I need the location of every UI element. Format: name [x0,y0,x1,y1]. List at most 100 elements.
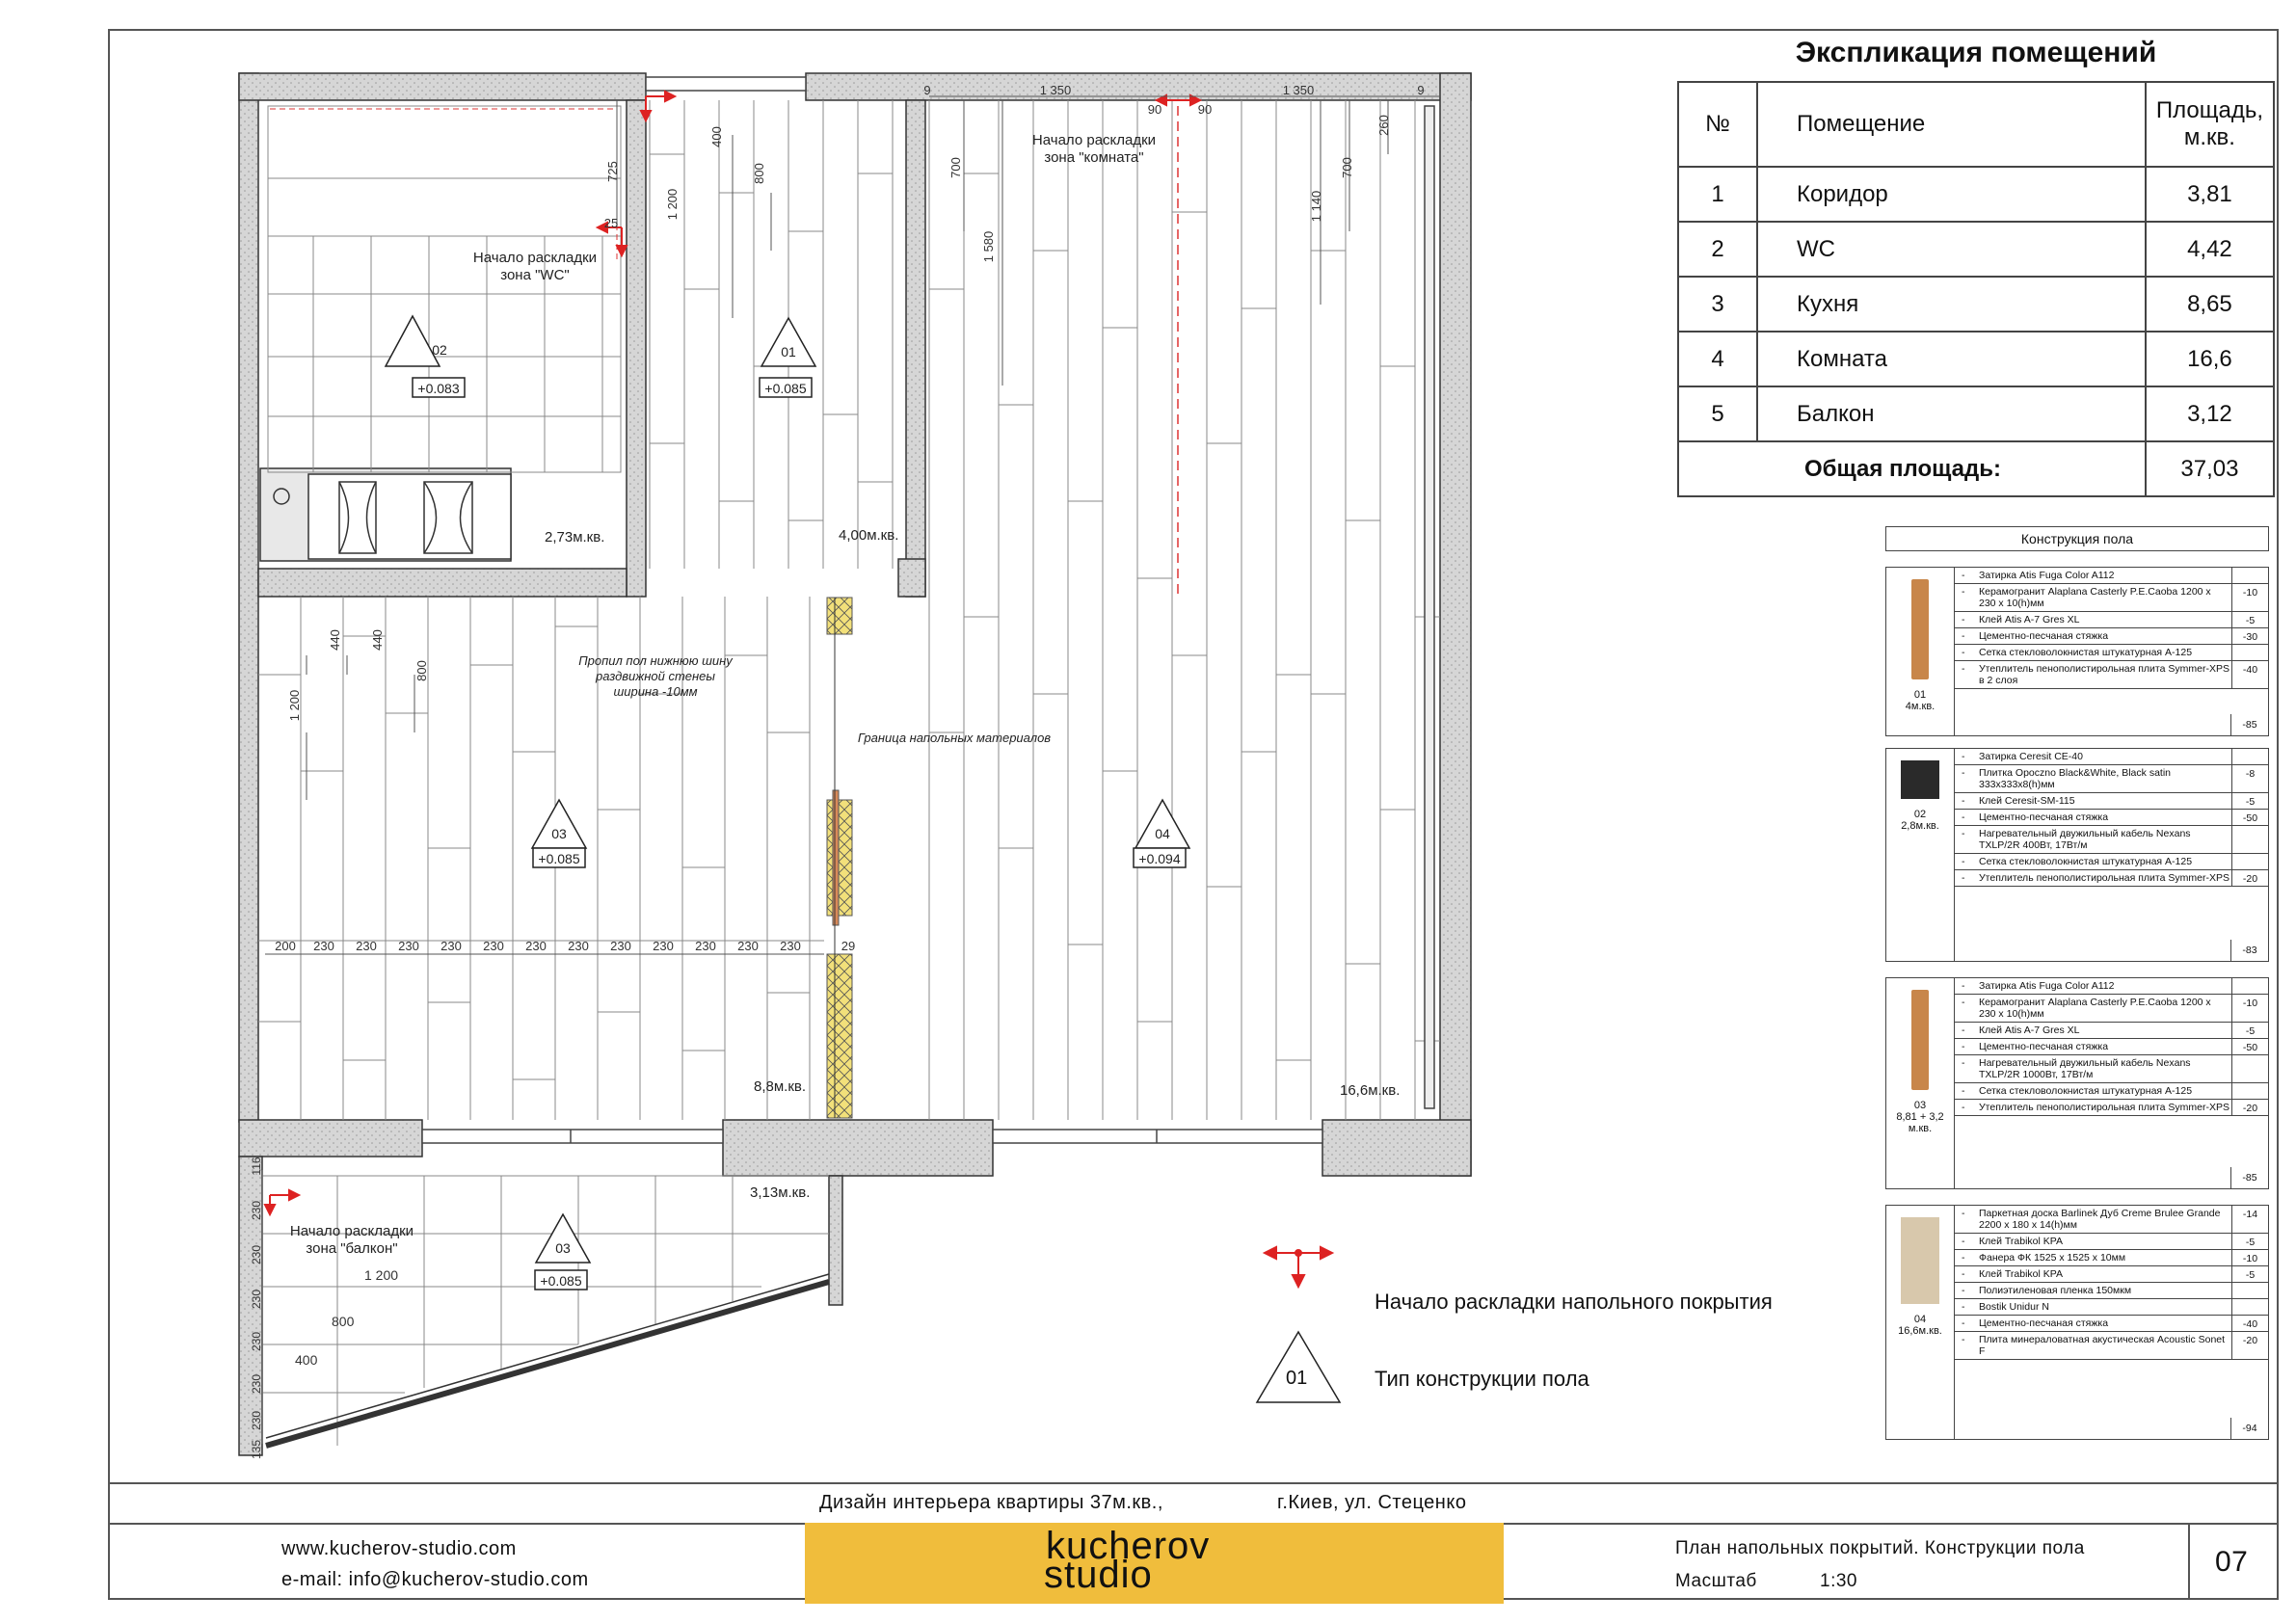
row-num: 4 [1677,331,1758,387]
dim-row-5: 230 [483,939,504,953]
layer-row: -Полиэтиленовая пленка 150мкм [1954,1283,2268,1299]
construction-type-02: 02 2,8м.кв. -Затирка Ceresit CE-40 -Плит… [1885,748,2269,962]
parquet-swatch [1901,1217,1939,1304]
layer-row: -Керамогранит Alaplana Casterly P.E.Caob… [1954,995,2268,1023]
dim-v-9: 260 [1376,115,1391,136]
dim-row-0: 200 [275,939,296,953]
type-code: 03 [1913,1100,1927,1111]
type-total: -83 [2230,940,2268,961]
dim-v-12: 800 [414,660,429,681]
layer-row: -Сетка стекловолокнистая штукатурная А-1… [1954,645,2268,661]
table-row: 4 Комната 16,6 [1677,331,2276,387]
layer-row: -Утеплитель пенополистирольная плита Sym… [1954,870,2268,887]
explication-table: № Помещение Площадь, м.кв. 1 Коридор 3,8… [1677,81,2276,497]
dim-balcony-800: 800 [332,1314,355,1329]
layer-list: -Затирка Ceresit CE-40 -Плитка Opoczno B… [1954,749,2268,887]
dim-top-2: 90 [1148,102,1161,117]
row-room: Кухня [1756,276,2147,333]
dim-v-10: 440 [328,629,342,651]
layer-row: -Плита минераловатная акустическая Acous… [1954,1332,2268,1360]
layer-row: -Фанера ФК 1525 х 1525 х 10мм-10 [1954,1250,2268,1266]
layer-row: -Паркетная доска Barlinek Дуб Creme Brul… [1954,1206,2268,1234]
row-num: 3 [1677,276,1758,333]
studio-logo: kucherov studio [805,1523,1504,1604]
dim-row-3: 230 [398,939,419,953]
layer-row: -Цементно-песчаная стяжка-30 [1954,628,2268,645]
wood-tile-swatch [1911,990,1929,1090]
type-area: 8,81 + 3,2 м.кв. [1896,1111,1944,1134]
row-area: 3,81 [2144,166,2276,223]
website-link[interactable]: www.kucherov-studio.com [281,1538,517,1559]
legend-type-label: Тип конструкции пола [1375,1367,1589,1391]
dim-bal-6: 230 [250,1411,263,1430]
layer-row: -Клей Trabikol KPA-5 [1954,1234,2268,1250]
marker-code-01: 01 [781,344,796,359]
construction-type-01: 01 4м.кв. -Затирка Atis Fuga Color A112 … [1885,567,2269,736]
dim-row-7: 230 [568,939,589,953]
wc-fixtures [259,467,512,562]
layer-row: -Затирка Ceresit CE-40 [1954,749,2268,765]
dim-bal-7: 135 [250,1440,263,1459]
marker-code-04: 04 [1155,826,1170,841]
start-room-label-1: Начало раскладки [1032,132,1156,148]
type-code: 04 [1913,1314,1927,1325]
project-name: Дизайн интерьера квартиры 37м.кв., [819,1492,1163,1513]
walls [238,72,1472,1456]
row-num: 5 [1677,386,1758,442]
table-row: 1 Коридор 3,81 [1677,166,2276,223]
email-link[interactable]: e-mail: info@kucherov-studio.com [281,1569,589,1590]
start-wc-label-1: Начало раскладки [473,250,597,266]
layer-row: -Клей Trabikol KPA-5 [1954,1266,2268,1283]
dim-row-1: 230 [313,939,334,953]
marker-level-01: +0.085 [764,381,806,396]
layer-row: -Нагревательный двужильный кабель Nexans… [1954,1055,2268,1083]
dim-bal-5: 230 [250,1374,263,1394]
dim-row-9: 230 [653,939,674,953]
type-total: -85 [2230,1167,2268,1188]
start-room-label-2: зона "комната" [1044,149,1143,166]
table-row: 5 Балкон 3,12 [1677,386,2276,442]
legend-type-example: 01 [1286,1368,1308,1389]
type-total: -94 [2230,1418,2268,1439]
table-row: 3 Кухня 8,65 [1677,276,2276,333]
layer-row: -Затирка Atis Fuga Color A112 [1954,568,2268,584]
total-row: Общая площадь: 37,03 [1677,440,2276,497]
type-code: 02 [1913,809,1927,820]
swatch-03: 03 8,81 + 3,2 м.кв. [1886,978,1955,1188]
swatch-02: 02 2,8м.кв. [1886,749,1955,961]
dim-top-0: 9 [923,83,930,97]
layer-row: -Цементно-песчаная стяжка-40 [1954,1316,2268,1332]
dim-top-5: 9 [1417,83,1424,97]
sliding-partition [826,597,853,1119]
cut-note-2: раздвижной стенеы [595,669,715,683]
dim-row-2: 230 [356,939,377,953]
total-value: 37,03 [2144,440,2276,497]
border-note: Граница напольных материалов [858,731,1051,745]
row-num: 1 [1677,166,1758,223]
dim-row-6: 230 [525,939,547,953]
row-room: Балкон [1756,386,2147,442]
project-address: г.Киев, ул. Стеценко [1277,1492,1467,1513]
room-planks [928,100,1440,1120]
layer-row: -Цементно-песчаная стяжка-50 [1954,1039,2268,1055]
type-area: 4м.кв. [1905,701,1936,712]
marker-code-03: 03 [551,826,567,841]
dim-bal-0: 116 [250,1157,263,1175]
balcony [262,1175,830,1449]
row-room: Комната [1756,331,2147,387]
floor-plan: 02 +0.083 01 +0.085 03 +0.085 04 +0.094 … [238,72,1472,1459]
marker-level-04: +0.094 [1138,851,1180,866]
row-area: 16,6 [2144,331,2276,387]
scale-value: 1:30 [1820,1571,1857,1591]
start-arrows [263,90,1203,1217]
kitchen-planks [258,597,824,1120]
type-code: 01 [1913,689,1927,701]
dim-v-7: 1 140 [1309,191,1323,223]
row-area: 8,65 [2144,276,2276,333]
dimension-lines [261,95,1440,1444]
area-balcony: 3,13м.кв. [750,1184,810,1201]
sheet-number: 07 [2215,1546,2249,1578]
explication-title: Экспликация помещений [1795,37,2157,68]
legend-start-arrow-icon [1262,1245,1335,1290]
construction-title: Конструкция пола [1885,526,2269,551]
